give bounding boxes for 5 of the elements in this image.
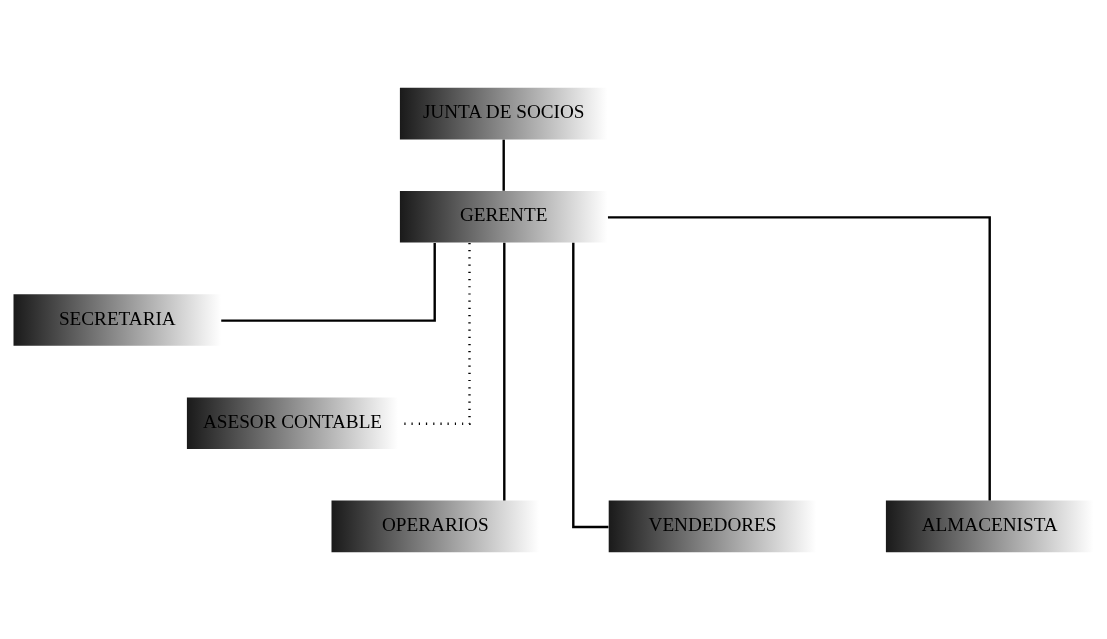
connector xyxy=(572,242,609,528)
connector xyxy=(221,242,436,322)
connector xyxy=(503,242,506,500)
connector xyxy=(502,139,505,191)
connector xyxy=(607,215,991,501)
